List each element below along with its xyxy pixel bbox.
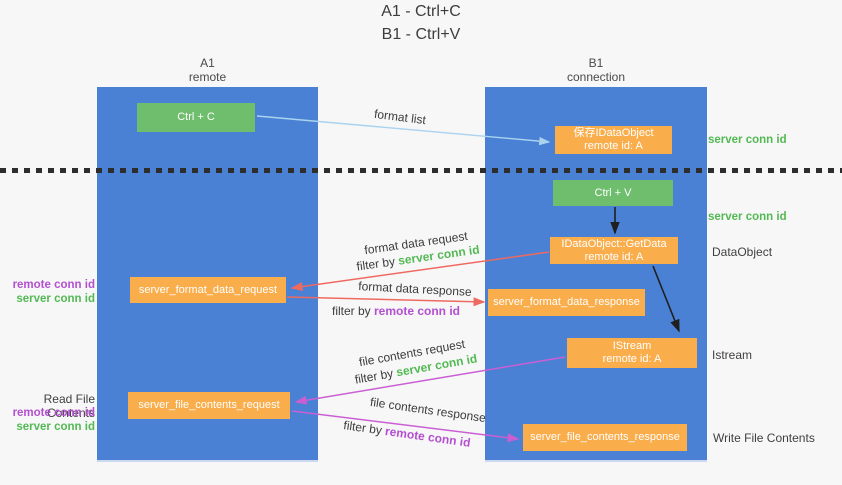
label-server-conn-id-1: server conn id [16, 293, 95, 305]
column-a-header: A1 remote [97, 56, 318, 84]
title-line-1: A1 - Ctrl+C [381, 3, 461, 20]
label-filter-by-remote-conn-id-1: filter by remote conn id [332, 304, 460, 318]
diagram-title: A1 - Ctrl+C B1 - Ctrl+V [0, 0, 842, 46]
node-server-format-data-request: server_format_data_request [130, 277, 286, 303]
node-getdata-line1: IDataObject::GetData [561, 237, 667, 250]
node-getdata-line2: remote id: A [584, 250, 644, 263]
label-server-conn-id-top: server conn id [708, 134, 787, 146]
filter-by-2-prefix: filter by [331, 304, 374, 318]
label-read-file-contents: Read File Contents [43, 392, 95, 420]
label-write-file-contents: Write File Contents [713, 431, 815, 445]
title-line-2: B1 - Ctrl+V [381, 26, 461, 43]
node-istream-line2: remote id: A [602, 353, 662, 365]
node-save-dataobject: 保存IDataObject remote id: A [555, 126, 672, 154]
node-server-file-contents-response: server_file_contents_response [523, 424, 687, 451]
node-ctrl-c-label: Ctrl + C [177, 111, 215, 123]
column-a-id: A1 [200, 56, 215, 70]
label-format-data-response: format data response [358, 279, 472, 299]
node-format-request-label: server_format_data_request [138, 283, 278, 296]
node-save-dataobject-line2: remote id: A [584, 140, 643, 152]
label-server-conn-id-2: server conn id [16, 421, 95, 433]
filter-by-4-id: remote conn id [384, 424, 472, 450]
node-format-response-label: server_format_data_response [493, 296, 640, 308]
column-a-subtitle: remote [188, 70, 227, 84]
label-filter-by-remote-conn-id-2: filter by remote conn id [343, 418, 472, 450]
node-ctrl-c: Ctrl + C [137, 103, 255, 132]
label-dataobject: DataObject [712, 245, 773, 259]
label-conn-ids-file: remote conn id server conn id [0, 406, 95, 434]
node-istream-line1: IStream [612, 340, 652, 352]
node-ctrl-v-label: Ctrl + V [594, 186, 632, 199]
node-file-response-label: server_file_contents_response [530, 431, 680, 443]
column-b-subtitle: connection [566, 70, 626, 84]
filter-by-2-id: remote conn id [374, 304, 461, 318]
column-b-header: B1 connection [485, 56, 707, 84]
session-divider-dotted-line [0, 168, 842, 173]
filter-by-4-prefix: filter by [342, 418, 387, 438]
label-server-conn-id-mid: server conn id [708, 211, 787, 223]
node-istream: IStream remote id: A [567, 338, 697, 368]
node-server-format-data-response: server_format_data_response [488, 289, 645, 316]
label-istream: Istream [712, 348, 753, 362]
label-conn-ids-format: remote conn id server conn id [0, 278, 95, 306]
label-file-contents-response: file contents response [369, 394, 487, 426]
node-save-dataobject-line1: 保存IDataObject [573, 127, 654, 139]
label-remote-conn-id-2: remote conn id [12, 407, 95, 419]
node-ctrl-v: Ctrl + V [553, 180, 673, 206]
node-file-request-label: server_file_contents_request [138, 399, 280, 411]
column-b-id: B1 [588, 56, 604, 70]
node-idataobject-getdata: IDataObject::GetData remote id: A [550, 237, 678, 264]
filter-by-1-prefix: filter by [355, 253, 400, 274]
label-remote-conn-id-1: remote conn id [12, 279, 95, 291]
node-server-file-contents-request: server_file_contents_request [128, 392, 290, 419]
label-format-list: format list [373, 106, 427, 128]
